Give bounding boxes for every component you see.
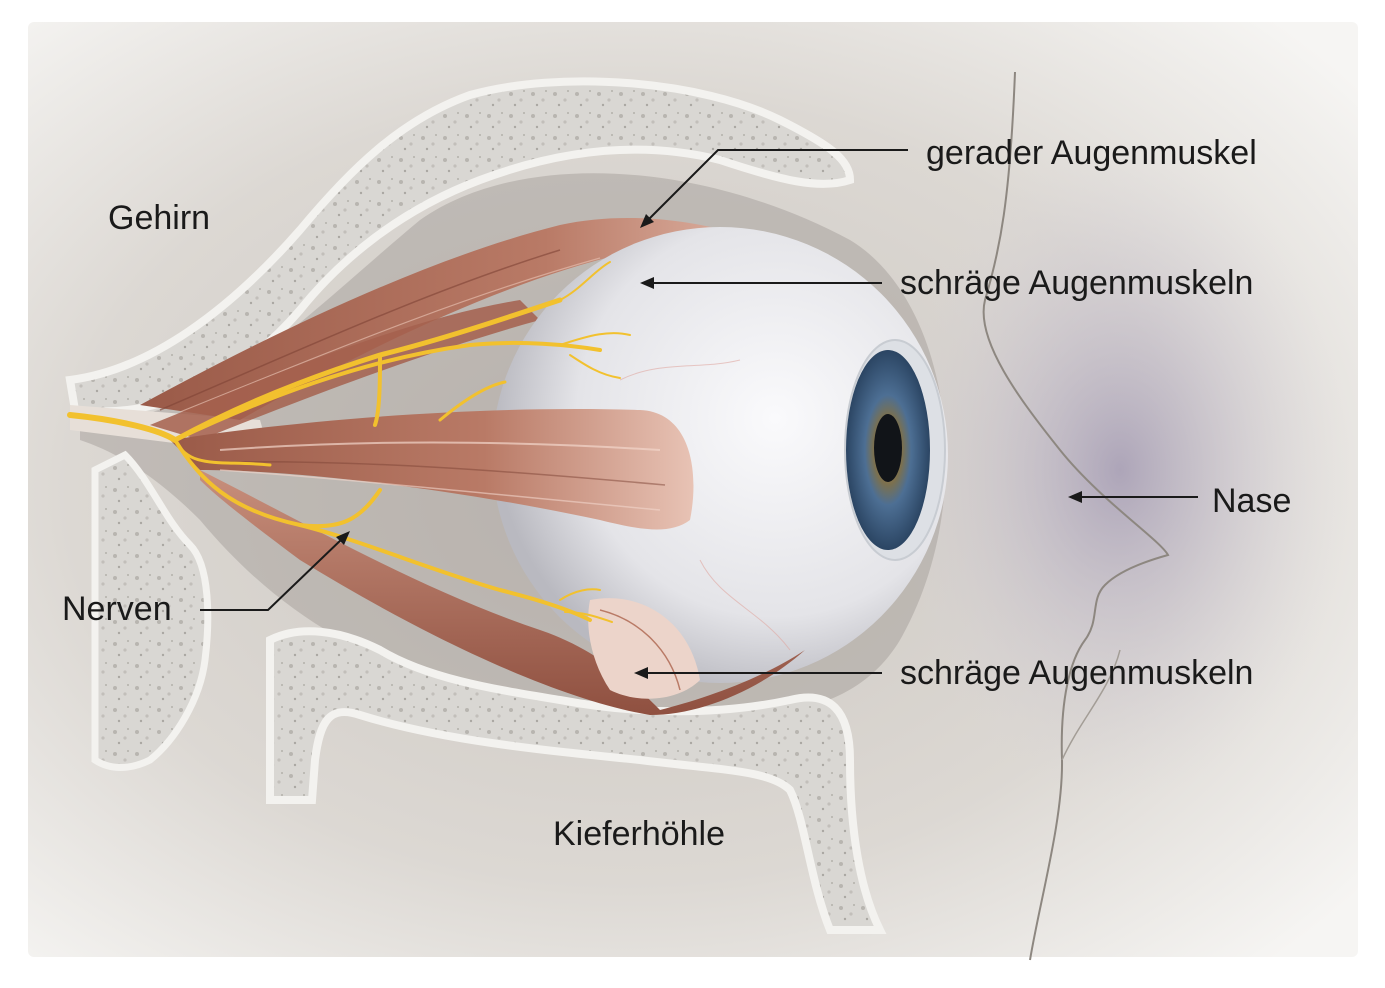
- lateral-rectus-muscle: [170, 409, 694, 530]
- blood-vessel: [699, 559, 791, 651]
- pupil: [874, 414, 902, 482]
- leader-arrowheads: [336, 214, 1082, 679]
- muscle-fiber: [219, 469, 661, 511]
- skull-bone-lower: [266, 627, 887, 934]
- label-schraege-augenmuskeln-oben: schräge Augenmuskeln: [900, 264, 1254, 302]
- label-schraege-augenmuskeln-unten: schräge Augenmuskeln: [900, 654, 1254, 692]
- nerves: [67, 261, 631, 623]
- label-nerven: Nerven: [62, 590, 172, 628]
- muscle-fiber: [219, 441, 661, 451]
- muscle-fiber: [599, 609, 681, 691]
- skull-bone-upper: [65, 77, 855, 416]
- label-gehirn: Gehirn: [108, 199, 211, 237]
- eyeball: [492, 227, 948, 683]
- leader-lines: [200, 149, 1198, 674]
- face-contour: [1061, 649, 1121, 761]
- blood-vessel: [619, 359, 741, 381]
- muscle-fiber: [219, 460, 666, 486]
- muscle-fiber: [179, 257, 601, 413]
- muscle-fiber: [159, 249, 561, 411]
- label-kieferhoehle: Kieferhöhle: [553, 815, 726, 853]
- inferior-rectus-muscle: [200, 470, 805, 715]
- skull-bone-left: [91, 450, 212, 771]
- label-gerader-augenmuskel: gerader Augenmuskel: [926, 134, 1257, 172]
- nose-shadow: [890, 140, 1350, 800]
- label-nase: Nase: [1212, 482, 1292, 520]
